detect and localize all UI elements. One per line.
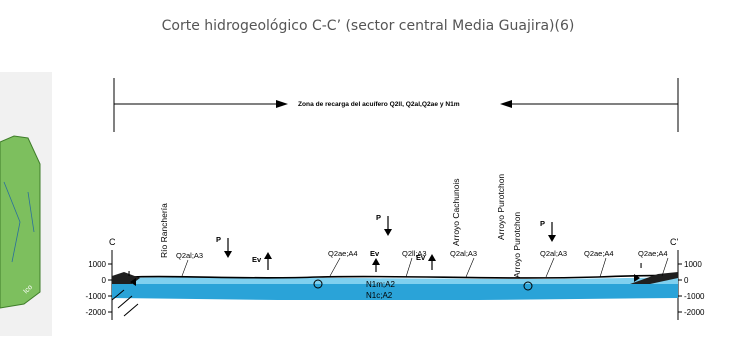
precipitation-arrow-3: P (540, 219, 556, 242)
fault-hatch (111, 289, 139, 317)
unit-label-6: Q2ae;A4 (584, 249, 614, 258)
section-start-label: C (109, 237, 116, 247)
stream-label-rio-rancheria: Río Ranchería (159, 203, 169, 258)
left-tick-0: 0 (102, 276, 107, 285)
well-symbol-2 (523, 281, 533, 291)
layer-label-n1m: N1m;A2 (366, 280, 395, 289)
section-end-label: C' (670, 237, 678, 247)
well-symbol-1 (313, 279, 323, 289)
evaporation-arrow-2: Ev (370, 249, 380, 272)
stream-label-arroyo-purotchon-1: Arroyo Purotchon (496, 174, 506, 240)
svg-text:I: I (640, 261, 642, 270)
stream-label-arroyo-purotchon-2: Arroyo Purotchon (512, 212, 522, 278)
unit-label-3: Q2ll;A3 (402, 249, 427, 258)
aquifer-lower-layer (112, 284, 678, 300)
evaporation-arrow-1: Ev (252, 252, 272, 270)
unit-label-4: Q2al;A3 (450, 249, 477, 258)
svg-text:I: I (128, 269, 130, 278)
zone-label: Zona de recarga del acuífero Q2ll, Q2al,… (298, 101, 460, 108)
svg-text:Ev: Ev (416, 253, 426, 262)
thumbnail-map-rivers (3, 181, 35, 263)
svg-text:P: P (216, 235, 221, 244)
unit-label-1: Q2al;A3 (176, 251, 203, 260)
right-tick-0: 0 (684, 276, 689, 285)
right-tick-1000: 1000 (684, 260, 702, 269)
layer-label-n1c: N1c;A2 (366, 291, 393, 300)
thumbnail-label: Ico (22, 284, 34, 296)
aquifer-upper-layer (112, 277, 678, 284)
figure-caption: Corte hidrogeológico C-C’ (sector centra… (161, 18, 575, 34)
evaporation-arrow-3: Ev (416, 253, 436, 270)
left-tick-1000: 1000 (88, 260, 106, 269)
infiltration-marker-1: I (128, 269, 136, 286)
precipitation-arrow-2: P (376, 213, 392, 236)
ground-surface (111, 274, 679, 279)
precipitation-arrow-1: P (216, 235, 232, 258)
svg-text:Ev: Ev (370, 249, 380, 258)
svg-text:P: P (540, 219, 545, 228)
unit-label-5: Q2al;A3 (540, 249, 567, 258)
infiltration-marker-2: I (634, 261, 642, 282)
left-tick-minus-2000: -2000 (86, 308, 107, 317)
svg-text:P: P (376, 213, 381, 222)
svg-text:Ev: Ev (252, 255, 262, 264)
unit-label-2: Q2ae;A4 (328, 249, 358, 258)
left-tick-minus-1000: -1000 (86, 292, 107, 301)
right-tick-minus-2000: -2000 (684, 308, 705, 317)
zone-arrowhead-right (500, 100, 512, 108)
unit-label-7: Q2ae;A4 (638, 249, 668, 258)
zone-arrowhead-left (276, 100, 288, 108)
right-outcrop (630, 272, 678, 284)
map-thumbnail[interactable]: Ico (0, 72, 52, 336)
right-tick-minus-1000: -1000 (684, 292, 705, 301)
hydrogeological-section: Zona de recarga del acuífero Q2ll, Q2al,… (78, 72, 716, 336)
stream-label-arroyo-cachunois: Arroyo Cachunois (451, 178, 461, 246)
